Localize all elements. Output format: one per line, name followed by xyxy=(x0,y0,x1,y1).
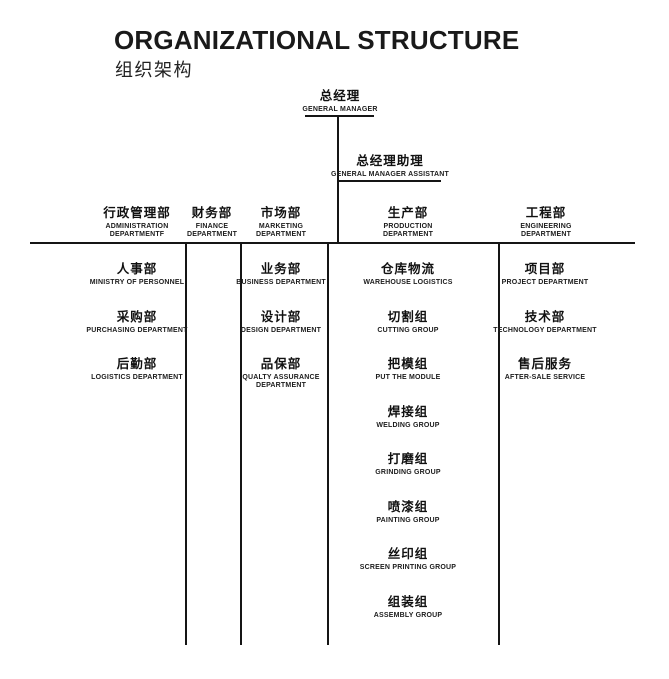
sub-node-module-group: 把模组 PUT THE MODULE xyxy=(375,358,440,382)
sub-node-quality-assurance: 品保部 QUALTY ASSURANCE DEPARTMENT xyxy=(236,358,326,390)
page-subtitle: 组织架构 xyxy=(115,60,193,80)
connector-assistant-underline xyxy=(337,180,441,182)
sub-quality-assurance-en: QUALTY ASSURANCE DEPARTMENT xyxy=(242,374,320,389)
sub-assembly-group-en: ASSEMBLY GROUP xyxy=(373,612,443,619)
dept-node-marketing: 市场部 MARKETING DEPARTMENT xyxy=(244,207,318,239)
dept-node-engineering: 工程部 ENGINEERING DEPARTMENT xyxy=(509,207,583,239)
dept-administration-en: ADMINISTRATION DEPARTMENTF xyxy=(105,223,169,238)
sub-welding-group-zh: 焊接组 xyxy=(387,405,429,419)
sub-project-en: PROJECT DEPARTMENT xyxy=(501,279,589,286)
sub-business-zh: 业务部 xyxy=(260,262,302,276)
dept-marketing-en: MARKETING DEPARTMENT xyxy=(255,223,307,238)
sub-assembly-group-zh: 组装组 xyxy=(387,595,429,609)
sub-node-warehouse-logistics: 仓库物流 WAREHOUSE LOGISTICS xyxy=(363,263,452,287)
connector-separator-3 xyxy=(327,244,329,645)
connector-separator-4 xyxy=(498,244,500,645)
sub-project-zh: 项目部 xyxy=(524,262,566,276)
connector-gm-vertical xyxy=(337,115,339,243)
sub-node-personnel: 人事部 MINISTRY OF PERSONNEL xyxy=(90,263,184,287)
sub-node-cutting-group: 切割组 CUTTING GROUP xyxy=(377,311,438,335)
sub-design-en: DESIGN DEPARTMENT xyxy=(240,327,322,334)
sub-after-sale-en: AFTER-SALE SERVICE xyxy=(504,374,586,381)
sub-module-group-zh: 把模组 xyxy=(387,357,429,371)
sub-painting-group-en: PAINTING GROUP xyxy=(376,517,440,524)
connector-separator-2 xyxy=(240,244,242,645)
dept-node-production: 生产部 PRODUCTION DEPARTMENT xyxy=(371,207,445,239)
sub-node-painting-group: 喷漆组 PAINTING GROUP xyxy=(376,501,439,525)
sub-cutting-group-en: CUTTING GROUP xyxy=(377,327,439,334)
sub-node-project: 项目部 PROJECT DEPARTMENT xyxy=(502,263,589,287)
node-general-manager: 总经理 GENERAL MANAGER xyxy=(302,90,377,114)
dept-finance-zh: 财务部 xyxy=(191,206,233,220)
sub-purchasing-zh: 采购部 xyxy=(116,310,158,324)
node-general-manager-en: GENERAL MANAGER xyxy=(302,106,378,113)
sub-node-business: 业务部 BUSINESS DEPARTMENT xyxy=(236,263,326,287)
sub-node-technology: 技术部 TECHNOLOGY DEPARTMENT xyxy=(493,311,597,335)
sub-screen-printing-group-en: SCREEN PRINTING GROUP xyxy=(359,564,457,571)
sub-logistics-zh: 后勤部 xyxy=(116,357,158,371)
sub-node-assembly-group: 组装组 ASSEMBLY GROUP xyxy=(374,596,443,620)
dept-finance-en: FINANCE DEPARTMENT xyxy=(186,223,238,238)
sub-grinding-group-en: GRINDING GROUP xyxy=(375,469,441,476)
sub-business-en: BUSINESS DEPARTMENT xyxy=(236,279,326,286)
sub-painting-group-zh: 喷漆组 xyxy=(387,500,429,514)
dept-node-administration: 行政管理部 ADMINISTRATION DEPARTMENTF xyxy=(100,207,174,239)
sub-technology-zh: 技术部 xyxy=(524,310,566,324)
sub-purchasing-en: PURCHASING DEPARTMENT xyxy=(86,327,188,334)
sub-screen-printing-group-zh: 丝印组 xyxy=(387,547,429,561)
sub-module-group-en: PUT THE MODULE xyxy=(375,374,441,381)
dept-engineering-zh: 工程部 xyxy=(525,206,567,220)
sub-node-after-sale: 售后服务 AFTER-SALE SERVICE xyxy=(505,358,585,382)
dept-production-zh: 生产部 xyxy=(387,206,429,220)
sub-technology-en: TECHNOLOGY DEPARTMENT xyxy=(493,327,597,334)
sub-cutting-group-zh: 切割组 xyxy=(387,310,429,324)
sub-warehouse-logistics-en: WAREHOUSE LOGISTICS xyxy=(363,279,453,286)
sub-after-sale-zh: 售后服务 xyxy=(517,357,573,371)
node-gm-assistant-zh: 总经理助理 xyxy=(356,154,424,168)
connector-gm-underline xyxy=(305,115,374,117)
sub-node-design: 设计部 DESIGN DEPARTMENT xyxy=(241,311,321,335)
sub-node-logistics: 后勤部 LOGISTICS DEPARTMENT xyxy=(91,358,183,382)
dept-production-en: PRODUCTION DEPARTMENT xyxy=(382,223,434,238)
connector-main-horizontal xyxy=(30,242,635,244)
node-gm-assistant: 总经理助理 GENERAL MANAGER ASSISTANT xyxy=(331,155,449,179)
sub-node-screen-printing-group: 丝印组 SCREEN PRINTING GROUP xyxy=(360,548,456,572)
sub-personnel-en: MINISTRY OF PERSONNEL xyxy=(89,279,185,286)
dept-engineering-en: ENGINEERING DEPARTMENT xyxy=(520,223,572,238)
sub-warehouse-logistics-zh: 仓库物流 xyxy=(380,262,435,276)
connector-separator-1 xyxy=(185,244,187,645)
node-gm-assistant-en: GENERAL MANAGER ASSISTANT xyxy=(330,171,450,178)
sub-welding-group-en: WELDING GROUP xyxy=(376,422,440,429)
sub-personnel-zh: 人事部 xyxy=(116,262,158,276)
dept-node-finance: 财务部 FINANCE DEPARTMENT xyxy=(175,207,249,239)
node-general-manager-zh: 总经理 xyxy=(319,89,361,103)
sub-node-welding-group: 焊接组 WELDING GROUP xyxy=(376,406,439,430)
sub-grinding-group-zh: 打磨组 xyxy=(387,452,429,466)
page-title: ORGANIZATIONAL STRUCTURE xyxy=(114,25,520,55)
sub-node-grinding-group: 打磨组 GRINDING GROUP xyxy=(375,453,440,477)
dept-marketing-zh: 市场部 xyxy=(260,206,302,220)
sub-logistics-en: LOGISTICS DEPARTMENT xyxy=(91,374,183,381)
sub-design-zh: 设计部 xyxy=(260,310,302,324)
dept-administration-zh: 行政管理部 xyxy=(103,206,171,220)
sub-node-purchasing: 采购部 PURCHASING DEPARTMENT xyxy=(86,311,187,335)
sub-quality-assurance-zh: 品保部 xyxy=(260,357,302,371)
